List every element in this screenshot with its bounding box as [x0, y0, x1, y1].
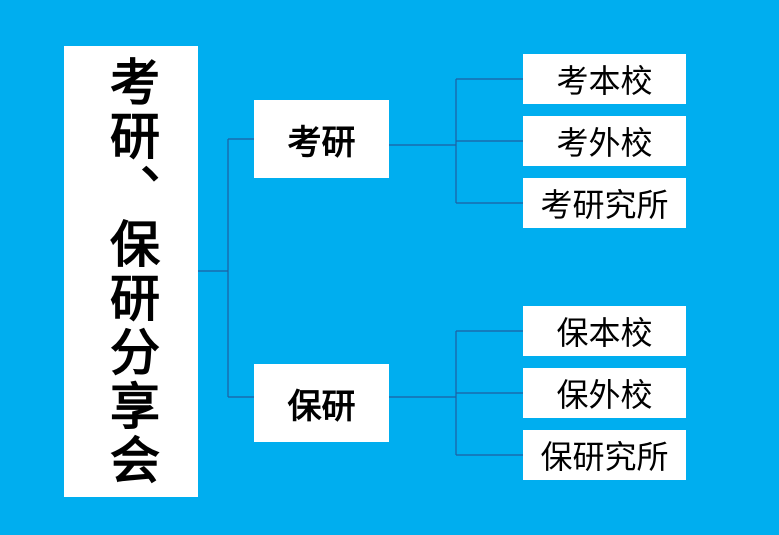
- leaf-node-bao-benxiao: 保本校: [523, 306, 686, 356]
- branch-node-label: 保研: [287, 386, 356, 427]
- root-node: 考研、保研分享会: [64, 46, 198, 497]
- leaf-node-kao-benxiao: 考本校: [523, 54, 686, 104]
- leaf-node-bao-waixiao: 保外校: [523, 368, 686, 418]
- leaf-node-kao-yanjiusuo: 考研究所: [523, 178, 686, 228]
- connector-kaoyan-to-leaves: [389, 78, 523, 204]
- leaf-node-label: 考外校: [556, 124, 653, 162]
- leaf-node-label: 考本校: [556, 62, 653, 100]
- leaf-node-bao-yanjiusuo: 保研究所: [523, 430, 686, 480]
- connector-root-to-branches: [198, 138, 254, 398]
- leaf-node-label: 保外校: [556, 376, 653, 414]
- branch-node-baoyan: 保研: [254, 364, 389, 442]
- leaf-node-label: 保研究所: [540, 438, 669, 476]
- leaf-node-label: 考研究所: [540, 186, 669, 224]
- branch-node-label: 考研: [287, 122, 356, 163]
- leaf-node-label: 保本校: [556, 314, 653, 352]
- leaf-node-kao-waixiao: 考外校: [523, 116, 686, 166]
- connector-baoyan-to-leaves: [389, 330, 523, 456]
- branch-node-kaoyan: 考研: [254, 100, 389, 178]
- root-node-label: 考研、保研分享会: [102, 55, 160, 488]
